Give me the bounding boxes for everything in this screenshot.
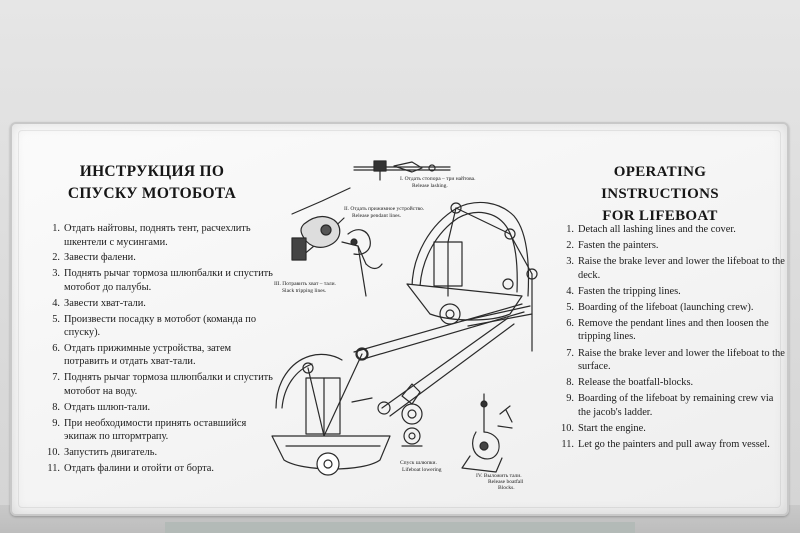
step-text: Завести фалени. bbox=[64, 252, 136, 264]
instruction-plaque: ИНСТРУКЦИЯ ПО СПУСКУ МОТОБОТА 1. Отдать н… bbox=[10, 122, 789, 516]
step-text: Raise the brake lever and lower the life… bbox=[578, 347, 785, 373]
label-blocks-en-1: Release boatfall bbox=[488, 478, 524, 485]
step-text: Let go the painters and pull away from v… bbox=[578, 438, 770, 450]
step-number: 6. bbox=[52, 342, 60, 354]
step-text: При необходимости принять оставшийся эки… bbox=[64, 417, 247, 443]
boatfall-release-sketch bbox=[461, 393, 513, 473]
label-tripping-en: Slack tripping lines. bbox=[282, 288, 327, 294]
step-text: Поднять рычаг тормоза шлюпбалки и спусти… bbox=[64, 268, 273, 293]
lashing-release-sketch bbox=[353, 160, 451, 181]
step-en-8: 8. Release the boatfall-blocks. bbox=[560, 376, 785, 390]
davit-arms-sketch bbox=[353, 303, 525, 417]
step-number: 2. bbox=[52, 252, 60, 264]
label-blocks-ru: IV. Выложить тали. bbox=[476, 473, 522, 479]
step-text: Boarding of the lifeboat (launching crew… bbox=[578, 301, 754, 313]
step-ru-9: 9. При необходимости принять оставшийся э… bbox=[46, 417, 276, 444]
step-text: Отдать шлюп-тали. bbox=[64, 401, 151, 413]
step-number: 4. bbox=[52, 297, 60, 309]
step-number: 9. bbox=[566, 393, 574, 405]
step-ru-7: 7. Поднять рычаг тормоза шлюпбалки и спус… bbox=[46, 371, 276, 398]
step-number: 8. bbox=[566, 377, 574, 389]
step-ru-4: 4. Завести хват-тали. bbox=[46, 297, 276, 311]
step-ru-6: 6. Отдать прижимные устройства, затем пот… bbox=[46, 342, 276, 369]
title-russian: ИНСТРУКЦИЯ ПО СПУСКУ МОТОБОТА bbox=[52, 161, 252, 205]
title-english-line-1: OPERATING INSTRUCTIONS bbox=[601, 164, 719, 202]
step-en-9: 9. Boarding of the lifeboat by remaining … bbox=[560, 392, 785, 419]
step-number: 11. bbox=[47, 462, 60, 474]
step-text: Raise the brake lever and lower the life… bbox=[578, 256, 785, 281]
title-russian-line-2: СПУСКУ МОТОБОТА bbox=[67, 185, 237, 202]
step-ru-1: 1. Отдать найтовы, поднять тент, расчехли… bbox=[46, 222, 276, 249]
step-text: Запустить двигатель. bbox=[64, 447, 158, 459]
step-en-7: 7. Raise the brake lever and lower the li… bbox=[560, 347, 785, 374]
stowed-boat-sketch bbox=[406, 201, 538, 352]
step-en-6: 6. Remove the pendant lines and then loos… bbox=[560, 317, 785, 344]
bottom-strip bbox=[165, 522, 635, 533]
winch-sketch bbox=[401, 403, 423, 447]
step-number: 5. bbox=[52, 313, 60, 325]
step-text: Release the boatfall-blocks. bbox=[578, 377, 694, 389]
step-number: 3. bbox=[52, 268, 60, 280]
label-lowering-ru: Спуск шлюпки. bbox=[400, 460, 437, 466]
step-en-4: 4. Fasten the tripping lines. bbox=[560, 285, 785, 299]
step-number: 9. bbox=[52, 417, 60, 429]
step-en-1: 1. Detach all lashing lines and the cover… bbox=[560, 223, 785, 237]
step-text: Fasten the tripping lines. bbox=[578, 285, 681, 297]
step-ru-11: 11. Отдать фалини и отойти от борта. bbox=[46, 462, 276, 476]
lifeboat-launch-diagram: I. Отдать стопора – три найтова. Release… bbox=[271, 160, 538, 491]
step-number: 11. bbox=[561, 438, 574, 450]
step-number: 10. bbox=[561, 422, 574, 434]
step-ru-8: 8. Отдать шлюп-тали. bbox=[46, 401, 276, 415]
step-ru-10: 10. Запустить двигатель. bbox=[46, 446, 276, 460]
label-lashing-ru: I. Отдать стопора – три найтова. bbox=[400, 175, 476, 182]
step-number: 10. bbox=[47, 447, 60, 459]
step-text: Поднять рычаг тормоза шлюпбалки и спусти… bbox=[64, 372, 273, 397]
label-lowering-en: Lifeboat lowering bbox=[402, 466, 442, 473]
step-text: Fasten the painters. bbox=[578, 240, 659, 252]
step-text: Завести хват-тали. bbox=[64, 297, 146, 309]
step-en-10: 10. Start the engine. bbox=[560, 422, 785, 436]
step-text: Произвести посадку в мотобот (команда по… bbox=[64, 313, 257, 339]
step-number: 4. bbox=[566, 285, 574, 297]
steps-english: 1. Detach all lashing lines and the cover… bbox=[560, 223, 785, 454]
step-text: Detach all lashing lines and the cover. bbox=[578, 224, 736, 235]
label-tripping-ru: III. Потравить хват – тали. bbox=[274, 281, 337, 287]
label-pendant-ru: II. Отдать прижимное устройство. bbox=[344, 205, 425, 212]
step-ru-3: 3. Поднять рычаг тормоза шлюпбалки и спус… bbox=[46, 267, 276, 294]
step-number: 8. bbox=[52, 401, 60, 413]
lowered-boat-sketch bbox=[271, 348, 391, 476]
label-lashing-en: Release lashing. bbox=[412, 183, 448, 189]
step-ru-2: 2. Завести фалени. bbox=[46, 251, 276, 265]
step-ru-5: 5. Произвести посадку в мотобот (команда … bbox=[46, 313, 276, 340]
step-number: 7. bbox=[566, 347, 574, 359]
title-english: OPERATING INSTRUCTIONS FOR LIFEBOAT bbox=[560, 161, 760, 227]
step-number: 6. bbox=[566, 317, 574, 329]
step-en-11: 11. Let go the painters and pull away fro… bbox=[560, 438, 785, 452]
step-text: Boarding of the lifeboat by remaining cr… bbox=[578, 393, 774, 418]
step-text: Remove the pendant lines and then loosen… bbox=[578, 317, 769, 343]
step-number: 5. bbox=[566, 301, 574, 313]
label-pendant-en: Release pendant lines. bbox=[352, 213, 402, 219]
step-text: Отдать фалини и отойти от борта. bbox=[64, 462, 215, 474]
step-en-5: 5. Boarding of the lifeboat (launching cr… bbox=[560, 301, 785, 315]
step-number: 1. bbox=[566, 224, 574, 235]
step-number: 2. bbox=[566, 240, 574, 252]
step-number: 3. bbox=[566, 256, 574, 268]
step-text: Отдать найтовы, поднять тент, расчехлить… bbox=[64, 223, 251, 248]
step-text: Отдать прижимные устройства, затем потра… bbox=[64, 342, 232, 368]
step-number: 7. bbox=[52, 372, 60, 384]
pendant-release-sketch bbox=[291, 187, 383, 297]
step-en-3: 3. Raise the brake lever and lower the li… bbox=[560, 255, 785, 282]
step-number: 1. bbox=[52, 223, 60, 234]
title-english-line-2: FOR LIFEBOAT bbox=[602, 208, 718, 224]
step-text: Start the engine. bbox=[578, 422, 646, 434]
steps-russian: 1. Отдать найтовы, поднять тент, расчехли… bbox=[46, 222, 276, 478]
label-blocks-en-2: Blocks. bbox=[498, 485, 515, 491]
title-russian-line-1: ИНСТРУКЦИЯ ПО bbox=[79, 163, 225, 180]
plaque-inner-border bbox=[18, 130, 781, 508]
step-en-2: 2. Fasten the painters. bbox=[560, 239, 785, 253]
